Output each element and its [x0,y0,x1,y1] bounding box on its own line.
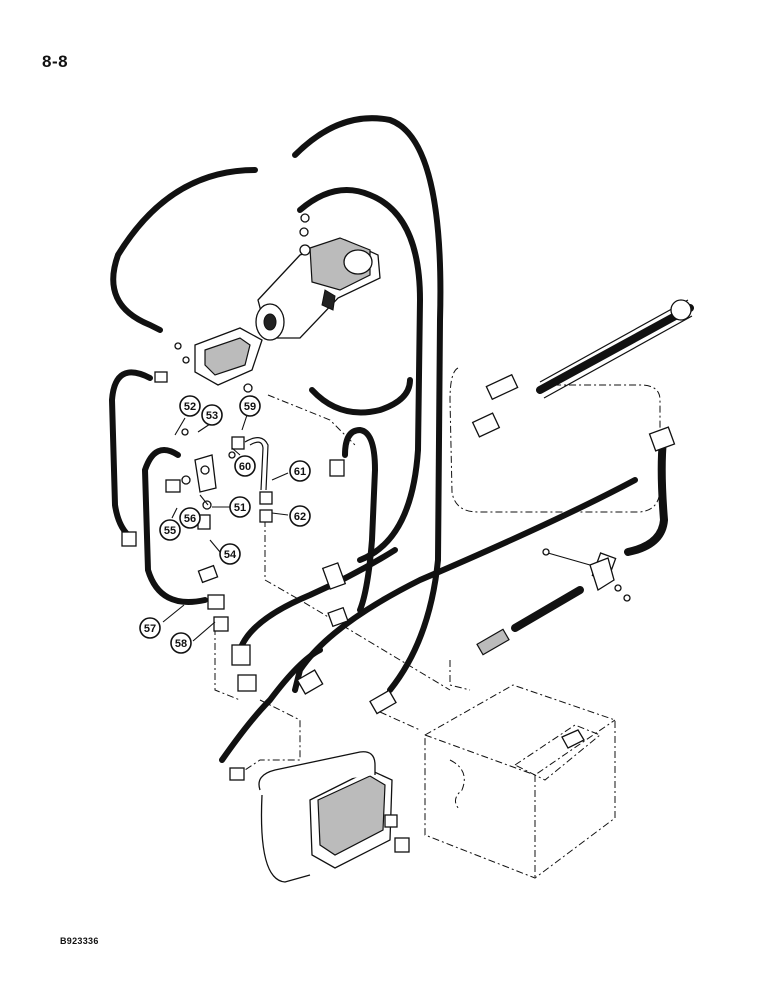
figure-code: B923336 [60,936,99,946]
valve-block-upper [174,327,263,406]
page-number: 8-8 [42,52,69,71]
callout-60: 60 [234,455,256,477]
mounting-block [542,548,631,602]
callout-52: 52 [179,395,201,417]
svg-text:51: 51 [234,502,246,514]
callout-56: 56 [179,507,201,529]
svg-text:61: 61 [294,466,306,478]
svg-text:59: 59 [244,401,256,413]
svg-text:57: 57 [144,623,156,635]
callout-62: 62 [289,505,311,527]
reservoir-tank [424,684,616,879]
hoses [109,115,694,763]
callout-54: 54 [219,543,241,565]
callout-51: 51 [229,496,251,518]
svg-text:56: 56 [184,513,196,525]
callout-58: 58 [170,632,192,654]
svg-text:62: 62 [294,511,306,523]
svg-text:60: 60 [239,461,251,473]
callout-57: 57 [139,617,161,639]
relief-valve [165,428,273,530]
svg-text:54: 54 [224,549,237,561]
callout-59: 59 [239,395,261,417]
callout-53: 53 [201,404,223,426]
callout-55: 55 [159,519,181,541]
hydraulic-pump [255,213,381,341]
svg-text:53: 53 [206,410,218,422]
callout-leaders [162,414,289,642]
svg-text:52: 52 [184,401,196,413]
callout-61: 61 [289,460,311,482]
svg-text:58: 58 [175,638,187,650]
svg-text:55: 55 [164,525,176,537]
control-valve [229,751,410,883]
